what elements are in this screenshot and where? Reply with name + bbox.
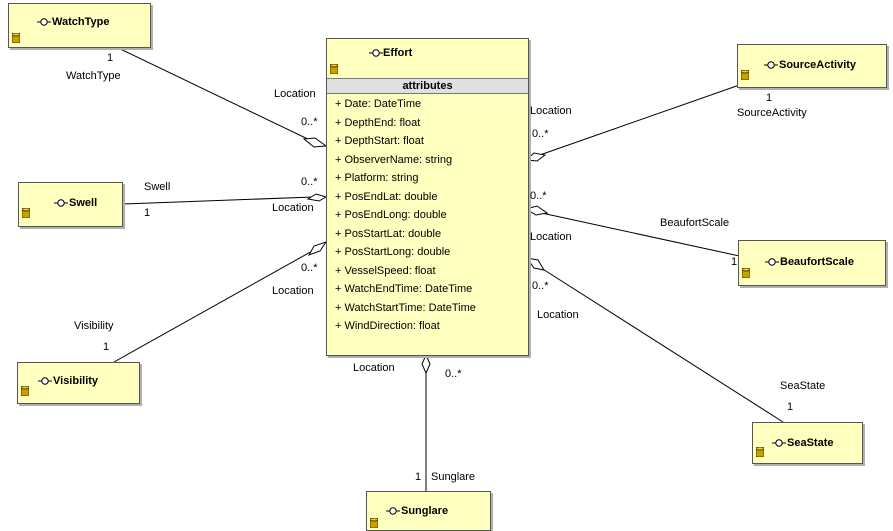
role-label: WatchType	[66, 70, 121, 82]
role-label: Location	[530, 231, 572, 243]
multiplicity-label: 0..*	[301, 176, 318, 188]
class-icon	[386, 507, 400, 515]
aggregation-diamond-icon	[307, 241, 328, 256]
role-label: Sunglare	[431, 471, 476, 483]
attribute: + DepthEnd: float	[335, 116, 421, 129]
aggregation-diamond-icon	[306, 193, 328, 202]
multiplicity-label: 0..*	[532, 128, 549, 140]
class-beaufortscale[interactable]: BeaufortScale	[738, 240, 886, 286]
attribute: + WatchEndTime: DateTime	[335, 283, 473, 295]
class-title: WatchType	[52, 16, 110, 28]
role-label: Location	[530, 105, 572, 117]
role-label: Location	[537, 309, 579, 321]
class-effort[interactable]: Effort attributes + Date: DateTime + Dep…	[326, 38, 529, 356]
class-icon	[765, 258, 779, 266]
database-icon	[12, 33, 20, 43]
attribute: + VesselSpeed: float	[335, 264, 436, 277]
class-icon	[369, 49, 383, 57]
attribute: + WatchStartTime: DateTime	[335, 301, 476, 314]
role-label: Location	[353, 362, 395, 374]
class-icon	[37, 18, 51, 26]
class-swell[interactable]: Swell	[18, 182, 123, 227]
database-icon	[742, 268, 750, 278]
database-icon	[756, 447, 764, 457]
multiplicity-label: 0..*	[445, 368, 462, 380]
role-label: Location	[274, 88, 316, 100]
multiplicity-label: 1	[103, 341, 110, 353]
association-beaufortscale[interactable]	[536, 211, 745, 258]
multiplicity-label: 0..*	[532, 280, 549, 292]
role-label: SourceActivity	[737, 107, 807, 119]
attribute-list: + Date: DateTime + DepthEnd: float + Dep…	[335, 95, 476, 336]
class-title: Swell	[69, 197, 98, 209]
attribute: + DepthStart: float	[335, 135, 424, 147]
role-label: Swell	[144, 181, 171, 193]
attribute: + Platform: string	[335, 172, 419, 184]
database-icon	[330, 64, 338, 74]
attribute: + PosEndLong: double	[335, 209, 447, 221]
multiplicity-label: 1	[107, 52, 114, 64]
multiplicity-label: 1	[144, 207, 151, 219]
class-title: SourceActivity	[779, 59, 857, 71]
aggregation-diamond-icon	[302, 137, 328, 148]
attribute: + Date: DateTime	[335, 98, 422, 110]
class-title: SeaState	[787, 437, 834, 449]
class-sunglare[interactable]: Sunglare	[366, 491, 491, 531]
association-seastate[interactable]	[537, 265, 784, 423]
role-label: Visibility	[74, 320, 114, 332]
attribute: + PosStartLong: double	[335, 246, 451, 258]
aggregation-diamond-icon	[524, 152, 547, 162]
class-title: BeaufortScale	[780, 256, 854, 268]
association-watchtype[interactable]	[113, 45, 315, 143]
class-visibility[interactable]: Visibility	[17, 362, 140, 404]
class-seastate[interactable]: SeaState	[752, 422, 863, 464]
multiplicity-label: 1	[415, 471, 422, 483]
class-title: Effort	[383, 47, 413, 59]
class-sourceactivity[interactable]: SourceActivity	[737, 44, 887, 88]
class-icon	[54, 199, 68, 207]
multiplicity-label: 0..*	[530, 190, 547, 202]
class-title: Visibility	[53, 375, 99, 387]
association-visibility[interactable]	[113, 249, 315, 363]
multiplicity-label: 0..*	[301, 116, 318, 128]
role-label: Location	[272, 202, 314, 214]
aggregation-diamond-icon	[421, 353, 431, 375]
attribute: + WindDirection: float	[335, 320, 440, 332]
role-label: SeaState	[780, 380, 826, 392]
multiplicity-label: 1	[766, 92, 773, 104]
attribute: + PosStartLat: double	[335, 227, 442, 240]
database-icon	[22, 208, 30, 218]
multiplicity-label: 1	[731, 256, 738, 268]
association-swell[interactable]	[121, 196, 315, 205]
multiplicity-label: 1	[787, 401, 794, 413]
attributes-section-header: attributes	[327, 78, 528, 94]
aggregation-diamond-icon	[525, 257, 546, 271]
aggregation-diamond-icon	[524, 205, 549, 216]
class-title: Sunglare	[401, 505, 449, 517]
association-sourceactivity[interactable]	[536, 81, 749, 157]
class-watchtype[interactable]: WatchType	[8, 3, 151, 48]
class-icon	[772, 439, 786, 447]
attribute: + ObserverName: string	[335, 153, 453, 166]
class-icon	[764, 61, 778, 69]
attribute: + PosEndLat: double	[335, 190, 438, 203]
database-icon	[21, 386, 29, 396]
database-icon	[741, 70, 749, 80]
role-label: Location	[272, 285, 314, 297]
multiplicity-label: 0..*	[301, 262, 318, 274]
class-icon	[38, 377, 52, 385]
role-label: BeaufortScale	[660, 217, 730, 229]
database-icon	[370, 518, 378, 528]
